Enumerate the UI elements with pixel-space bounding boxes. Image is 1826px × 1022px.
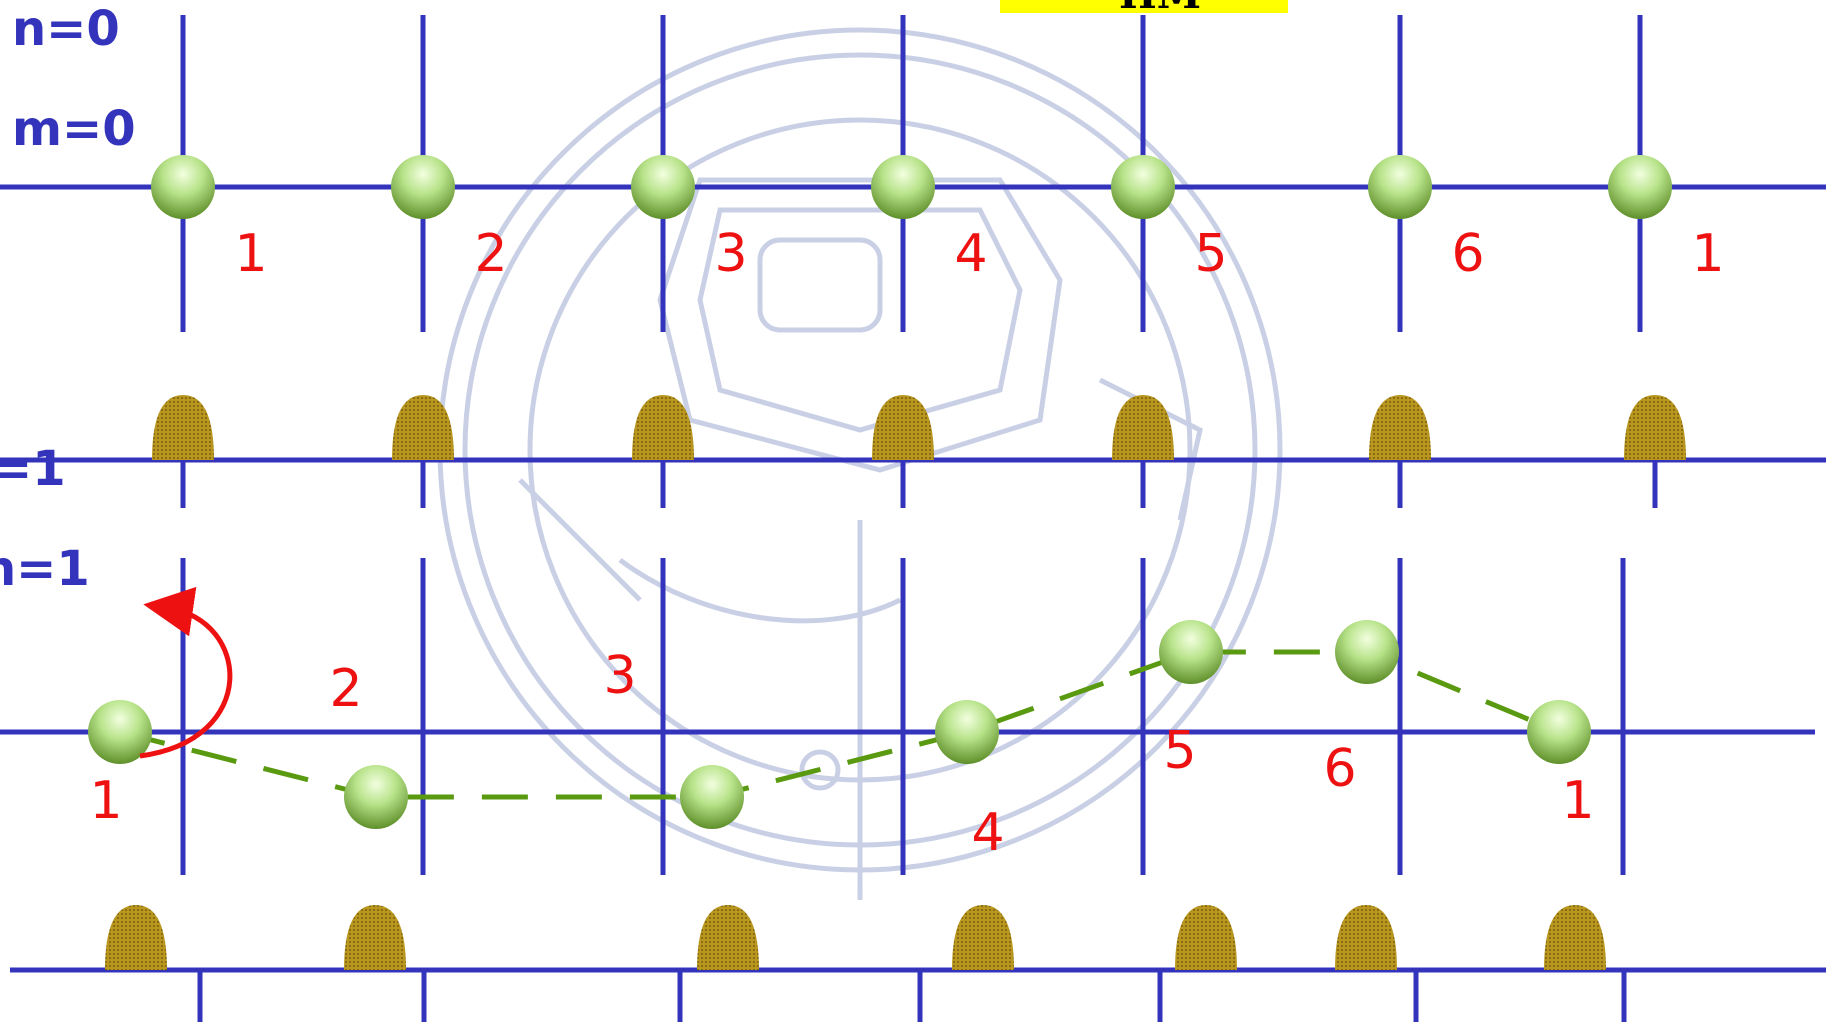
top-bunch (631, 155, 695, 219)
top-bunch-number: 3 (714, 224, 747, 284)
bottom-bunch-number: 1 (1561, 771, 1594, 831)
bottom-bunch-number: 3 (603, 646, 636, 706)
bottom-charge-profile (1544, 905, 1606, 970)
top-bunch-number: 2 (474, 224, 507, 284)
top-m-label: m=0 (12, 101, 136, 157)
bottom-charge-profile (1175, 905, 1237, 970)
top-bunch (1608, 155, 1672, 219)
bottom-bunch-number: 5 (1163, 721, 1196, 781)
bottom-m-label: n=1 (0, 541, 90, 597)
bottom-bunch (1159, 620, 1223, 684)
top-bunch-number: 1 (1691, 224, 1724, 284)
top-charge-profile (1369, 395, 1431, 460)
bottom-bunch (935, 700, 999, 764)
top-bunch-number: 1 (234, 224, 267, 284)
top-bunch-number: 4 (954, 224, 987, 284)
bottom-bunch (680, 765, 744, 829)
top-bunch (871, 155, 935, 219)
top-charge-profile (1112, 395, 1174, 460)
bottom-bunch-number: 1 (89, 771, 122, 831)
top-bunch-number: 6 (1451, 224, 1484, 284)
bottom-charge-profile (105, 905, 167, 970)
bottom-bunch-number: 2 (329, 659, 362, 719)
bottom-charge-profile (1335, 905, 1397, 970)
top-bunch-number: 5 (1194, 224, 1227, 284)
bottom-bunch-number: 6 (1323, 739, 1356, 799)
top-n-label: n=0 (12, 1, 120, 57)
top-bunch (151, 155, 215, 219)
bottom-charge-profile (344, 905, 406, 970)
bottom-bunch (1335, 620, 1399, 684)
bottom-charge-profile (952, 905, 1014, 970)
top-bunch (1111, 155, 1175, 219)
top-charge-profile (872, 395, 934, 460)
top-bunch (1368, 155, 1432, 219)
bottom-bunch (1527, 700, 1591, 764)
top-charge-profile (152, 395, 214, 460)
labels: 1 2 3 4 5 6 1 1 2 3 4 5 6 1 (89, 224, 1724, 863)
top-charge-profile (1624, 395, 1686, 460)
bottom-charge-profile (697, 905, 759, 970)
title-badge-text: ПМ (1119, 0, 1201, 18)
bottom-bunch (344, 765, 408, 829)
top-bunch (391, 155, 455, 219)
bottom-n-label: =1 (0, 441, 66, 497)
bottom-bunch-number: 4 (971, 803, 1004, 863)
